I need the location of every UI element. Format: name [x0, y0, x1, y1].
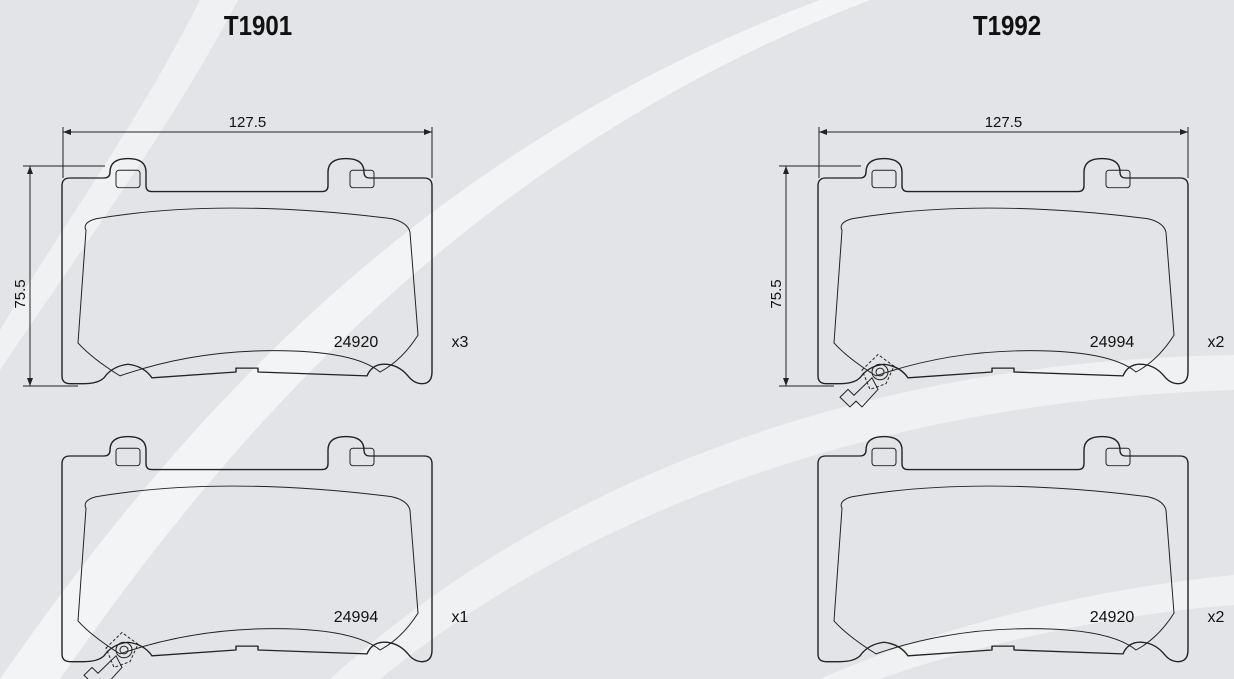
width-dimension-label: 127.5 — [985, 114, 1023, 131]
height-dimension-label: 75.5 — [12, 279, 29, 308]
kit-right: 127.5 75.5 24994 x2 24920 x2 — [768, 114, 1225, 663]
pad-code-label: 24920 — [1090, 609, 1135, 626]
pad-quantity-label: x2 — [1208, 609, 1225, 626]
pad-quantity-label: x2 — [1208, 334, 1225, 351]
kit-title-right: T1992 — [972, 10, 1042, 41]
wear-sensor-icon — [839, 354, 895, 408]
brake-pad-outer: 24994 x2 — [817, 157, 1225, 408]
pad-code-label: 24994 — [1090, 334, 1135, 351]
brake-pad-inner: 24994 x1 — [61, 435, 469, 679]
kit-title-left: T1901 — [223, 10, 293, 41]
height-dimension: 75.5 — [12, 165, 105, 387]
wear-sensor-icon — [83, 632, 139, 679]
brake-pad-outer: 24920 x3 — [61, 157, 469, 385]
pad-code-label: 24994 — [334, 609, 379, 626]
pad-quantity-label: x1 — [452, 609, 469, 626]
kit-left: 127.5 75.5 24920 x3 24994 x1 — [12, 114, 469, 679]
pad-quantity-label: x3 — [452, 334, 469, 351]
width-dimension: 127.5 — [818, 114, 1189, 178]
height-dimension: 75.5 — [768, 165, 861, 387]
brake-pad-inner: 24920 x2 — [817, 435, 1225, 663]
width-dimension: 127.5 — [62, 114, 433, 178]
pad-code-label: 24920 — [334, 334, 379, 351]
height-dimension-label: 75.5 — [768, 279, 785, 308]
width-dimension-label: 127.5 — [229, 114, 267, 131]
